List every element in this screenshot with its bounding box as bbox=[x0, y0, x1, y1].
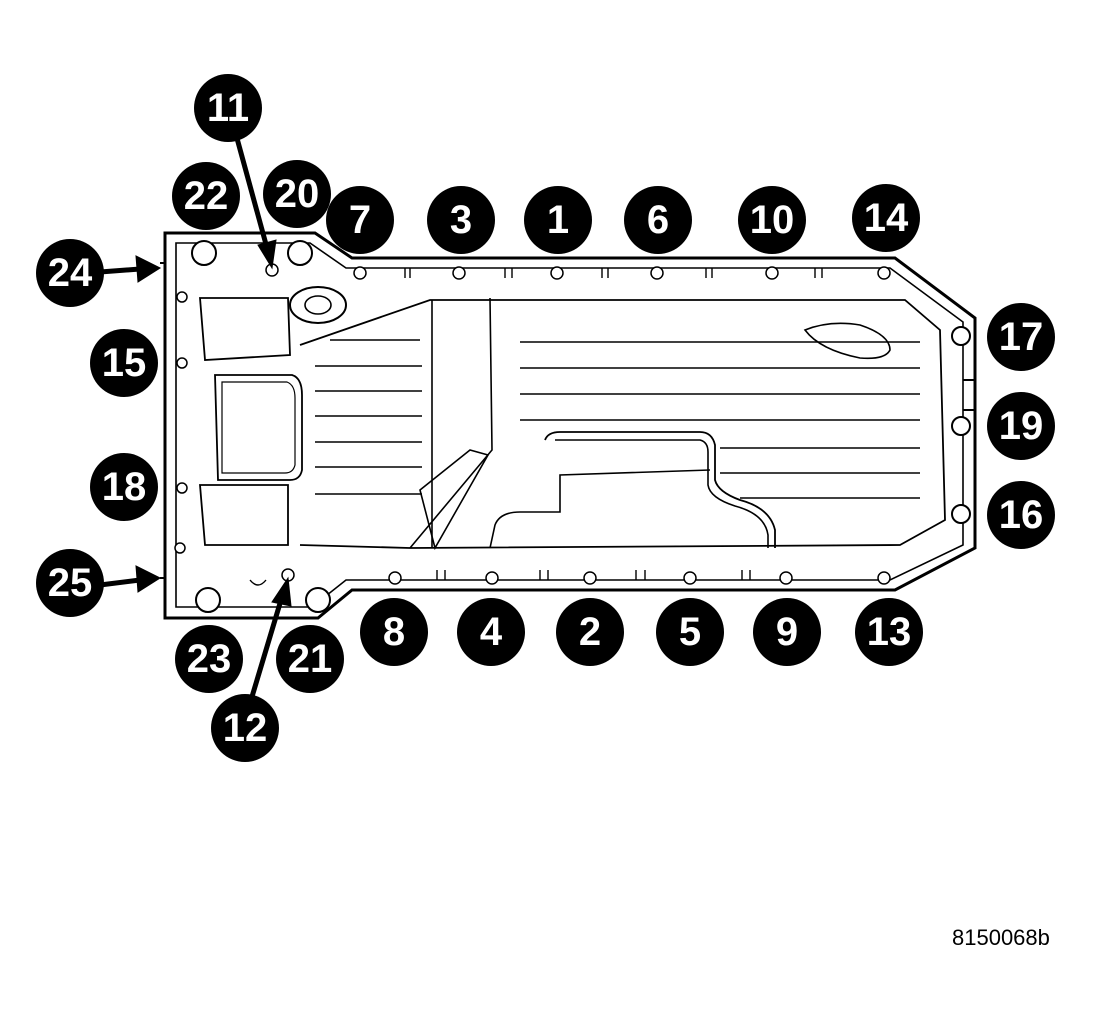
callout-22: 22 bbox=[172, 162, 240, 230]
oil-pan bbox=[160, 231, 977, 620]
ribs-right bbox=[520, 341, 920, 499]
callout-2: 2 bbox=[556, 598, 624, 666]
callout-label: 24 bbox=[48, 251, 93, 295]
callout-label: 14 bbox=[864, 196, 909, 240]
callout-label: 20 bbox=[275, 172, 320, 216]
callout-23: 23 bbox=[175, 625, 243, 693]
callout-label: 25 bbox=[48, 561, 93, 605]
flange-notches bbox=[249, 268, 823, 586]
callout-6: 6 bbox=[624, 186, 692, 254]
callout-8: 8 bbox=[360, 598, 428, 666]
callout-label: 7 bbox=[349, 198, 371, 242]
callout-13: 13 bbox=[855, 598, 923, 666]
callout-label: 22 bbox=[184, 174, 229, 218]
callout-label: 23 bbox=[187, 637, 232, 681]
callout-label: 11 bbox=[207, 86, 249, 130]
callout-11: 11 bbox=[194, 74, 262, 142]
callout-label: 19 bbox=[999, 404, 1044, 448]
callout-21: 21 bbox=[276, 625, 344, 693]
callout-label: 6 bbox=[647, 198, 669, 242]
leader-arrows bbox=[99, 119, 292, 711]
callout-24: 24 bbox=[36, 239, 104, 307]
callout-label: 12 bbox=[223, 706, 268, 750]
callout-label: 18 bbox=[102, 465, 147, 509]
callout-label: 10 bbox=[750, 198, 795, 242]
callout-7: 7 bbox=[326, 186, 394, 254]
callout-3: 3 bbox=[427, 186, 495, 254]
callout-label: 5 bbox=[679, 610, 701, 654]
callout-18: 18 bbox=[90, 453, 158, 521]
callout-25: 25 bbox=[36, 549, 104, 617]
callout-label: 3 bbox=[450, 198, 472, 242]
callout-label: 13 bbox=[867, 610, 912, 654]
callouts: 11 22 20 7 3 1 6 10 bbox=[36, 74, 1055, 762]
callout-label: 9 bbox=[776, 610, 798, 654]
callout-label: 16 bbox=[999, 493, 1044, 537]
callout-label: 15 bbox=[102, 341, 147, 385]
callout-4: 4 bbox=[457, 598, 525, 666]
callout-15: 15 bbox=[90, 329, 158, 397]
callout-label: 1 bbox=[547, 198, 569, 242]
callout-10: 10 bbox=[738, 186, 806, 254]
callout-1: 1 bbox=[524, 186, 592, 254]
callout-5: 5 bbox=[656, 598, 724, 666]
callout-16: 16 bbox=[987, 481, 1055, 549]
callout-label: 2 bbox=[579, 610, 601, 654]
callout-19: 19 bbox=[987, 392, 1055, 460]
callout-label: 4 bbox=[480, 610, 503, 654]
callout-17: 17 bbox=[987, 303, 1055, 371]
callout-9: 9 bbox=[753, 598, 821, 666]
callout-12: 12 bbox=[211, 694, 279, 762]
bolt-holes bbox=[174, 240, 971, 613]
callout-label: 21 bbox=[288, 637, 333, 681]
figure-code: 8150068b bbox=[952, 925, 1050, 950]
callout-label: 17 bbox=[999, 315, 1044, 359]
callout-14: 14 bbox=[852, 184, 920, 252]
callout-20: 20 bbox=[263, 160, 331, 228]
callout-label: 8 bbox=[383, 610, 405, 654]
ribs-left bbox=[315, 339, 422, 495]
